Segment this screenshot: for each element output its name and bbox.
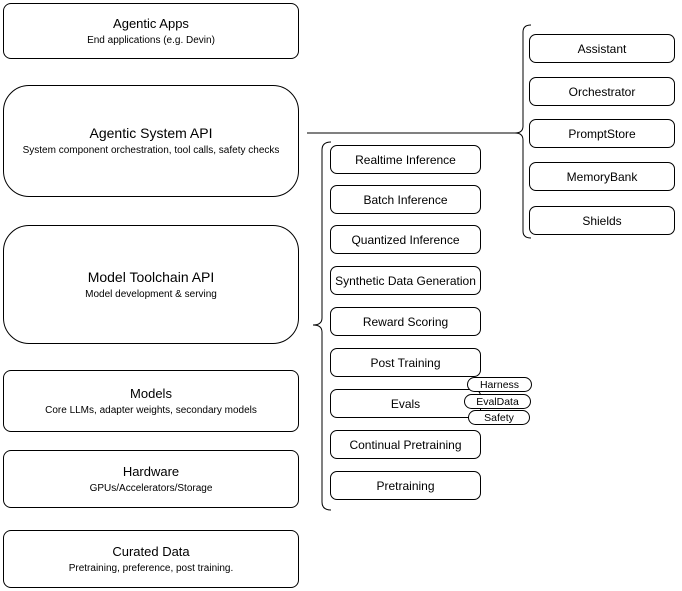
component-box-memorybank: MemoryBank — [529, 162, 675, 191]
toolchain-box-reward-scoring-label: Reward Scoring — [362, 314, 449, 329]
box-curated-data-subtitle: Pretraining, preference, post training. — [68, 562, 234, 574]
component-box-assistant: Assistant — [529, 34, 675, 63]
evals-tag-harness-label: Harness — [479, 378, 520, 391]
box-curated-data-title: Curated Data — [112, 543, 190, 559]
toolchain-box-post-training: Post Training — [330, 348, 481, 377]
box-hardware: Hardware GPUs/Accelerators/Storage — [3, 450, 299, 508]
evals-tag-harness: Harness — [467, 377, 532, 392]
toolchain-box-pretraining-label: Pretraining — [376, 478, 435, 493]
toolchain-box-realtime-inference-label: Realtime Inference — [355, 152, 456, 167]
box-agentic-apps-title: Agentic Apps — [113, 15, 189, 31]
evals-tag-safety-label: Safety — [484, 411, 514, 424]
toolchain-box-continual-pretraining-label: Continual Pretraining — [349, 437, 462, 452]
toolchain-box-quantized-inference-label: Quantized Inference — [351, 232, 460, 247]
box-model-toolchain-api-subtitle: Model development & serving — [85, 288, 217, 300]
box-agentic-system-api: Agentic System API System component orch… — [3, 85, 299, 197]
box-model-toolchain-api: Model Toolchain API Model development & … — [3, 225, 299, 344]
component-box-orchestrator-label: Orchestrator — [568, 84, 636, 99]
toolchain-box-batch-inference-label: Batch Inference — [363, 192, 448, 207]
component-box-shields-label: Shields — [582, 213, 622, 228]
evals-tag-safety: Safety — [468, 410, 530, 425]
toolchain-box-realtime-inference: Realtime Inference — [330, 145, 481, 174]
box-curated-data: Curated Data Pretraining, preference, po… — [3, 530, 299, 588]
component-box-shields: Shields — [529, 206, 675, 235]
box-agentic-apps: Agentic Apps End applications (e.g. Devi… — [3, 3, 299, 59]
toolchain-box-quantized-inference: Quantized Inference — [330, 225, 481, 254]
component-box-promptstore: PromptStore — [529, 119, 675, 148]
box-models-subtitle: Core LLMs, adapter weights, secondary mo… — [45, 404, 257, 416]
evals-tag-evaldata-label: EvalData — [476, 395, 519, 408]
box-agentic-system-api-title: Agentic System API — [89, 125, 213, 141]
box-models: Models Core LLMs, adapter weights, secon… — [3, 370, 299, 432]
component-box-assistant-label: Assistant — [577, 41, 627, 56]
evals-tag-evaldata: EvalData — [464, 394, 531, 409]
box-agentic-apps-subtitle: End applications (e.g. Devin) — [87, 34, 215, 46]
toolchain-box-batch-inference: Batch Inference — [330, 185, 481, 214]
toolchain-box-synthetic-data-generation: Synthetic Data Generation — [330, 266, 481, 295]
toolchain-box-pretraining: Pretraining — [330, 471, 481, 500]
toolchain-box-post-training-label: Post Training — [370, 355, 441, 370]
toolchain-box-continual-pretraining: Continual Pretraining — [330, 430, 481, 459]
toolchain-box-evals: Evals — [330, 389, 481, 418]
toolchain-box-evals-label: Evals — [390, 396, 421, 411]
component-box-memorybank-label: MemoryBank — [566, 169, 638, 184]
box-agentic-system-api-subtitle: System component orchestration, tool cal… — [22, 145, 280, 156]
box-model-toolchain-api-title: Model Toolchain API — [87, 268, 215, 285]
box-hardware-subtitle: GPUs/Accelerators/Storage — [89, 482, 213, 494]
toolchain-box-synthetic-data-generation-label: Synthetic Data Generation — [335, 273, 476, 288]
brace-toolchain-items — [312, 141, 332, 511]
brace-system-components — [514, 24, 532, 239]
component-box-promptstore-label: PromptStore — [568, 126, 636, 141]
box-models-title: Models — [130, 385, 172, 401]
box-hardware-title: Hardware — [122, 463, 180, 479]
toolchain-box-reward-scoring: Reward Scoring — [330, 307, 481, 336]
component-box-orchestrator: Orchestrator — [529, 77, 675, 106]
